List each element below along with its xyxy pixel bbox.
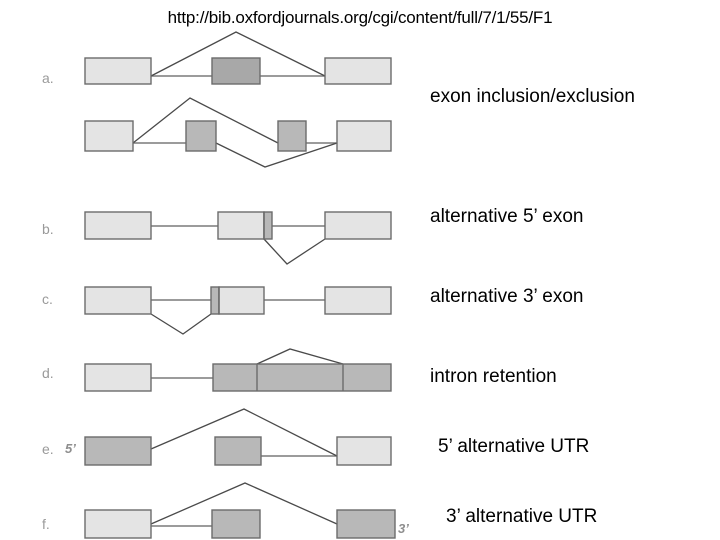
splice-line-a2-0 bbox=[132, 97, 279, 144]
exon-box-b-1 bbox=[217, 211, 265, 240]
description-alternative-5-exon: alternative 5’ exon bbox=[430, 206, 584, 227]
splicing-row-c bbox=[84, 286, 392, 335]
exon-box-a1-1 bbox=[211, 57, 261, 85]
exon-box-e-0 bbox=[84, 436, 152, 466]
exon-box-c-3 bbox=[324, 286, 392, 315]
exon-box-e-1 bbox=[214, 436, 262, 466]
splicing-row-a2 bbox=[84, 97, 392, 168]
exon-box-d-1 bbox=[212, 363, 392, 392]
exon-box-a2-3 bbox=[336, 120, 392, 152]
row-letter-b: b. bbox=[42, 221, 54, 237]
exon-box-a2-2 bbox=[277, 120, 307, 152]
exon-box-c-1 bbox=[210, 286, 220, 315]
five-prime-e-label: 5’ bbox=[65, 441, 76, 456]
exon-box-b-0 bbox=[84, 211, 152, 240]
exon-box-c-0 bbox=[84, 286, 152, 315]
exon-box-c-2 bbox=[218, 286, 265, 315]
splicing-row-d bbox=[84, 348, 392, 392]
exon-box-a2-0 bbox=[84, 120, 134, 152]
splice-line-f-0 bbox=[150, 482, 338, 525]
row-letter-e: e. bbox=[42, 441, 54, 457]
description-exon-inclusion-exclusion: exon inclusion/exclusion bbox=[430, 86, 635, 107]
row-letter-d: d. bbox=[42, 365, 54, 381]
splice-line-b-0 bbox=[263, 238, 326, 265]
row-letter-f: f. bbox=[42, 516, 50, 532]
description-alternative-3-exon: alternative 3’ exon bbox=[430, 286, 584, 307]
splice-line-a1-0 bbox=[150, 31, 326, 77]
exon-box-b-3 bbox=[324, 211, 392, 240]
exon-box-f-0 bbox=[84, 509, 152, 539]
exon-box-e-2 bbox=[336, 436, 392, 466]
exon-box-f-2 bbox=[336, 509, 396, 539]
exon-box-d-0 bbox=[84, 363, 152, 392]
splice-line-c-0 bbox=[150, 313, 212, 335]
splice-line-e-0 bbox=[150, 408, 338, 457]
splicing-row-f bbox=[84, 482, 396, 539]
splicing-row-b bbox=[84, 211, 392, 265]
splice-line-a2-1 bbox=[215, 142, 338, 168]
description-intron-retention: intron retention bbox=[430, 366, 557, 387]
splicing-row-a1 bbox=[84, 31, 392, 85]
three-prime-f-label: 3’ bbox=[398, 521, 409, 536]
exon-box-a1-2 bbox=[324, 57, 392, 85]
splicing-row-e bbox=[84, 408, 392, 466]
exon-box-a2-1 bbox=[185, 120, 217, 152]
exon-box-f-1 bbox=[211, 509, 261, 539]
description-5-alternative-utr: 5’ alternative UTR bbox=[438, 436, 590, 457]
row-letter-c: c. bbox=[42, 291, 53, 307]
exon-box-a1-0 bbox=[84, 57, 152, 85]
exon-box-b-2 bbox=[263, 211, 273, 240]
description-3-alternative-utr: 3’ alternative UTR bbox=[446, 506, 598, 527]
splice-line-d-0 bbox=[256, 348, 344, 365]
row-letter-a: a. bbox=[42, 70, 54, 86]
page-title: http://bib.oxfordjournals.org/cgi/conten… bbox=[167, 8, 553, 27]
